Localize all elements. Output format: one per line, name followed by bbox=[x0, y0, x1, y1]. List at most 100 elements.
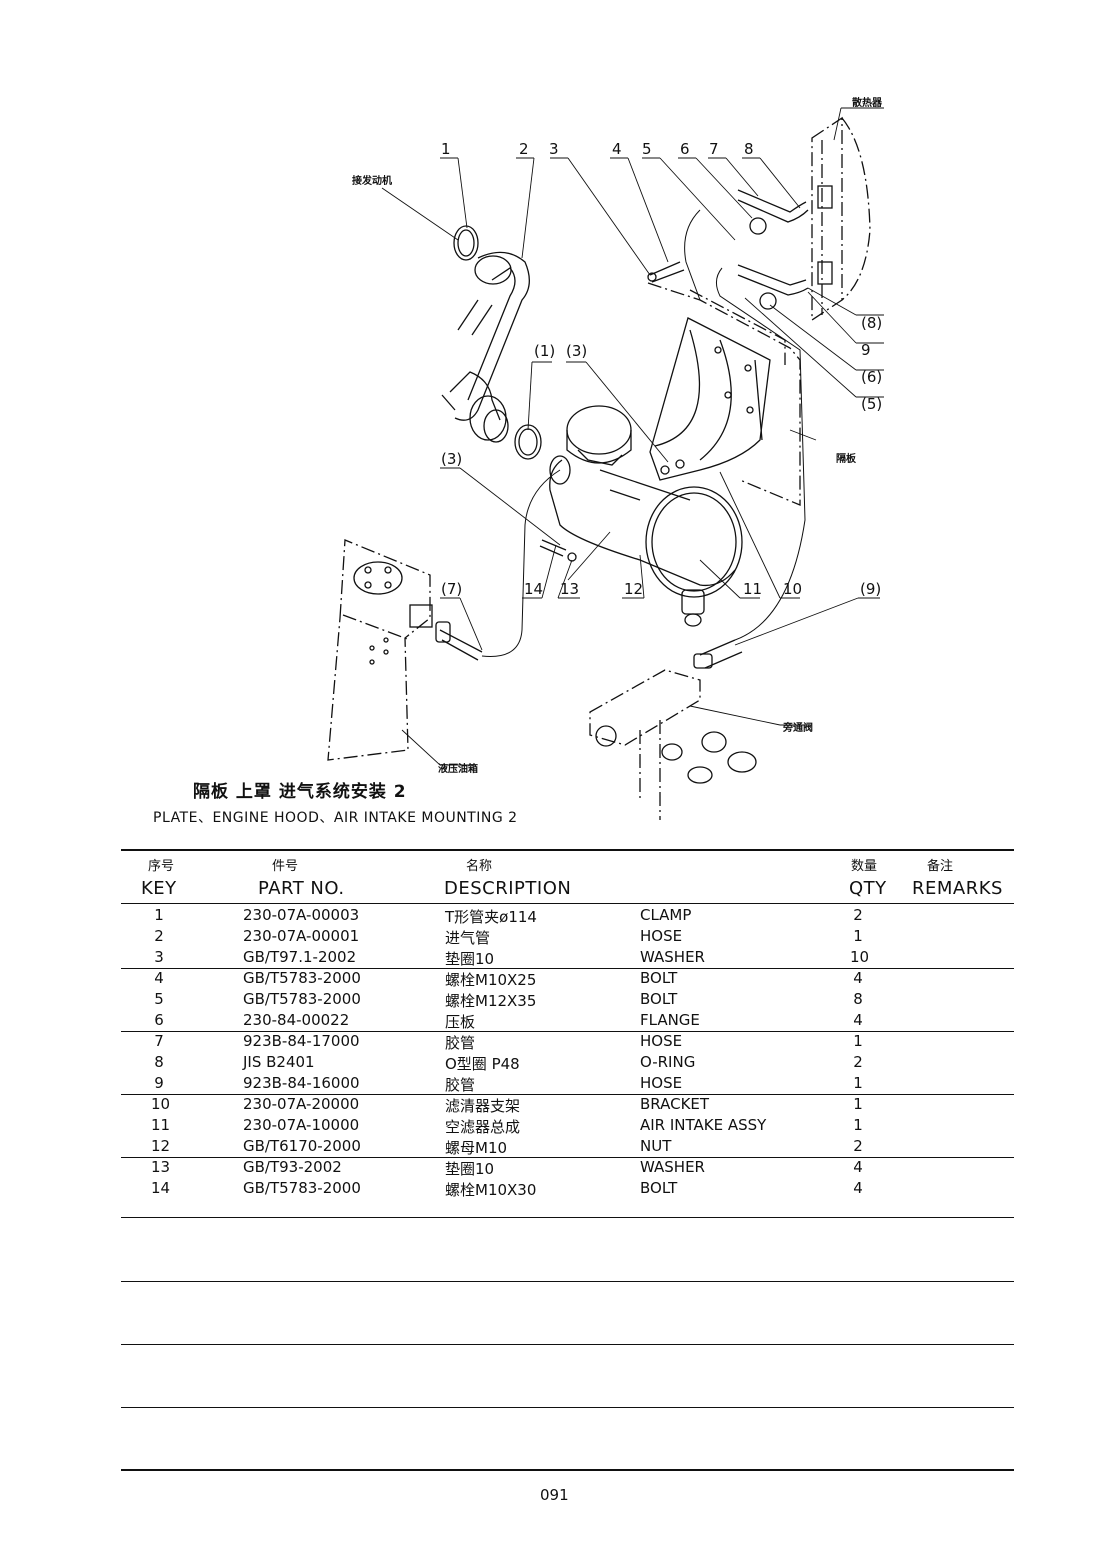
cell-desc-cn: 胶管 bbox=[445, 1076, 476, 1094]
cell-key: 1 bbox=[154, 906, 164, 924]
cell-qty: 1 bbox=[853, 1074, 863, 1092]
cell-desc-cn: 螺栓M10X25 bbox=[445, 971, 537, 989]
cell-desc-cn: 螺母M10 bbox=[445, 1139, 508, 1157]
cell-key: 6 bbox=[154, 1011, 164, 1029]
callout-3: 3 bbox=[549, 140, 559, 158]
drawing-title-en: PLATE、ENGINE HOOD、AIR INTAKE MOUNTING 2 bbox=[153, 810, 518, 826]
cell-qty: 1 bbox=[853, 927, 863, 945]
callout-12: 12 bbox=[624, 580, 643, 598]
table-row: 13 GB/T93-2002 垫圈10 WASHER 4 bbox=[121, 1158, 1014, 1179]
cell-qty: 4 bbox=[853, 969, 863, 987]
cell-desc-en: FLANGE bbox=[640, 1011, 700, 1029]
filter-bracket bbox=[649, 317, 771, 481]
table-row: 8 JIS B2401 O型圈 P48 O-RING 2 bbox=[121, 1053, 1014, 1074]
table-row: 7 923B-84-17000 胶管 HOSE 1 bbox=[121, 1032, 1014, 1053]
cell-desc-cn: 螺栓M12X35 bbox=[445, 992, 537, 1010]
cell-key: 10 bbox=[151, 1095, 171, 1113]
cell-part-no: 230-84-00022 bbox=[243, 1011, 350, 1029]
cell-desc-cn: 螺栓M10X30 bbox=[445, 1181, 537, 1199]
upper-hose bbox=[737, 189, 809, 235]
group-rule bbox=[121, 1094, 1014, 1095]
table-row: 5 GB/T5783-2000 螺栓M12X35 BOLT 8 bbox=[121, 990, 1014, 1011]
hose-9 bbox=[693, 639, 743, 669]
cell-key: 3 bbox=[154, 948, 164, 966]
callout-7: 7 bbox=[709, 140, 719, 158]
cell-qty: 1 bbox=[853, 1095, 863, 1113]
cell-qty: 2 bbox=[853, 906, 863, 924]
cell-qty: 4 bbox=[853, 1158, 863, 1176]
table-row: 9 923B-84-16000 胶管 HOSE 1 bbox=[121, 1074, 1014, 1095]
drawing-title-cn: 隔板 上罩 进气系统安装 2 bbox=[193, 782, 407, 802]
callout-p3a: (3) bbox=[566, 342, 587, 360]
group-rule bbox=[121, 968, 1014, 969]
cell-part-no: GB/T93-2002 bbox=[243, 1158, 342, 1176]
cell-key: 11 bbox=[151, 1116, 171, 1134]
cell-key: 13 bbox=[151, 1158, 171, 1176]
cell-key: 5 bbox=[154, 990, 164, 1008]
callout-13: 13 bbox=[560, 580, 579, 598]
cell-part-no: 923B-84-16000 bbox=[243, 1074, 360, 1092]
cell-part-no: 230-07A-00001 bbox=[243, 927, 360, 945]
header-remarks-cn: 备注 bbox=[927, 859, 954, 874]
cell-part-no: 230-07A-00003 bbox=[243, 906, 360, 924]
cell-desc-en: BOLT bbox=[640, 990, 678, 1008]
callout-p5: (5) bbox=[861, 395, 882, 413]
cell-part-no: JIS B2401 bbox=[243, 1053, 315, 1071]
header-part-cn: 件号 bbox=[272, 859, 299, 874]
header-remarks: REMARKS bbox=[912, 878, 1003, 899]
cell-part-no: 230-07A-10000 bbox=[243, 1116, 360, 1134]
group-rule bbox=[121, 1157, 1014, 1158]
cell-desc-en: AIR INTAKE ASSY bbox=[640, 1116, 767, 1134]
callout-6: 6 bbox=[680, 140, 690, 158]
callout-p6: (6) bbox=[861, 368, 882, 386]
table-rule bbox=[121, 1281, 1014, 1282]
callout-11: 11 bbox=[743, 580, 762, 598]
cell-desc-cn: 胶管 bbox=[445, 1034, 476, 1052]
cell-qty: 8 bbox=[853, 990, 863, 1008]
cell-desc-cn: 进气管 bbox=[445, 929, 491, 947]
label-partition: 隔板 bbox=[836, 452, 857, 465]
cell-desc-cn: 垫圈10 bbox=[445, 950, 495, 968]
callout-1: 1 bbox=[441, 140, 451, 158]
callout-5: 5 bbox=[642, 140, 652, 158]
header-qty: QTY bbox=[849, 878, 887, 899]
table-row: 3 GB/T97.1-2002 垫圈10 WASHER 10 bbox=[121, 948, 1014, 969]
table-rule bbox=[121, 1407, 1014, 1408]
callout-p7: (7) bbox=[441, 580, 462, 598]
cell-desc-en: HOSE bbox=[640, 1074, 683, 1092]
radiator-outline bbox=[811, 116, 871, 322]
partition-plate bbox=[647, 282, 801, 506]
cell-desc-cn: 滤清器支架 bbox=[445, 1097, 521, 1115]
cell-key: 9 bbox=[154, 1074, 164, 1092]
cell-key: 4 bbox=[154, 969, 164, 987]
intake-pipe bbox=[441, 251, 530, 443]
hose-7 bbox=[435, 469, 561, 661]
cell-part-no: GB/T97.1-2002 bbox=[243, 948, 357, 966]
header-desc-cn: 名称 bbox=[466, 859, 493, 874]
callout-8: 8 bbox=[744, 140, 754, 158]
callout-10: 10 bbox=[783, 580, 802, 598]
table-row: 1 230-07A-00003 T形管夹ø114 CLAMP 2 bbox=[121, 906, 1014, 927]
label-hydraulic-tank: 液压油箱 bbox=[438, 762, 478, 775]
cell-qty: 2 bbox=[853, 1137, 863, 1155]
bypass-valve bbox=[589, 669, 701, 820]
parts-list: 1 230-07A-00003 T形管夹ø114 CLAMP 2 2 230-0… bbox=[121, 906, 1014, 1200]
callout-p3b: (3) bbox=[441, 450, 462, 468]
table-row: 11 230-07A-10000 空滤器总成 AIR INTAKE ASSY 1 bbox=[121, 1116, 1014, 1137]
callout-p8: (8) bbox=[861, 314, 882, 332]
table-row: 12 GB/T6170-2000 螺母M10 NUT 2 bbox=[121, 1137, 1014, 1158]
cell-qty: 1 bbox=[853, 1116, 863, 1134]
group-rule bbox=[121, 1031, 1014, 1032]
table-top-rule bbox=[121, 849, 1014, 851]
header-key-cn: 序号 bbox=[148, 859, 175, 874]
cell-desc-en: BOLT bbox=[640, 969, 678, 987]
label-bypass-valve: 旁通阀 bbox=[782, 721, 813, 734]
callout-9: 9 bbox=[861, 341, 871, 359]
cell-desc-cn: T形管夹ø114 bbox=[445, 908, 537, 926]
cell-qty: 10 bbox=[850, 948, 870, 966]
cell-desc-cn: 垫圈10 bbox=[445, 1160, 495, 1178]
callout-4: 4 bbox=[612, 140, 622, 158]
cell-desc-cn: 空滤器总成 bbox=[445, 1118, 521, 1136]
header-part: PART NO. bbox=[258, 878, 345, 899]
cell-desc-en: BRACKET bbox=[640, 1095, 710, 1113]
